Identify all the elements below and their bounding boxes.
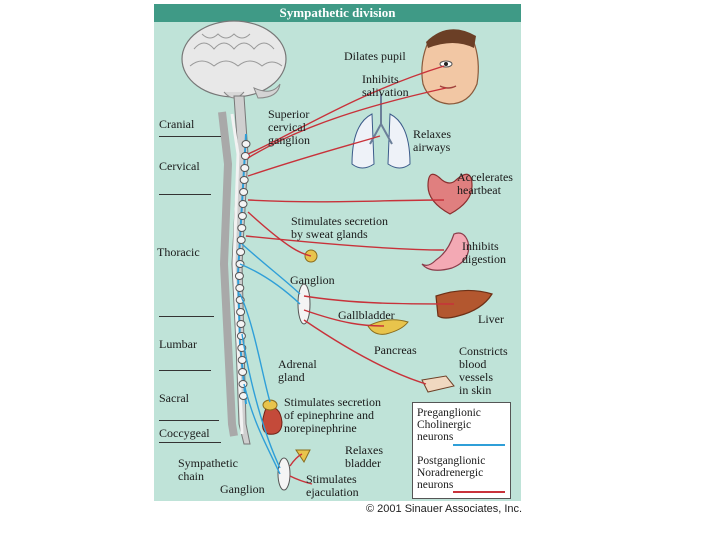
inhibits-digestion-label: Inhibits digestion: [462, 239, 506, 266]
legend-preganglionic-line: [453, 444, 505, 446]
preganglionic-fiber: [239, 263, 301, 305]
postganglionic-fiber: [245, 235, 445, 251]
ganglion-nodes: [277, 283, 311, 491]
legend-postganglionic-label: Postganglionic Noradrenergic neurons: [417, 455, 486, 491]
accelerates-heartbeat-label: Accelerates heartbeat: [457, 170, 513, 197]
preganglionic-fiber: [241, 243, 301, 295]
adrenal-gland-label: Adrenal gland: [278, 357, 317, 384]
stimulates-ejaculation-label: Stimulates ejaculation: [306, 472, 359, 499]
region-divider: [159, 136, 221, 137]
copyright-credit: © 2001 Sinauer Associates, Inc.: [366, 503, 523, 515]
ganglion-label: Ganglion: [220, 482, 265, 496]
chain-ganglion: [239, 176, 249, 184]
liver-illustration: [435, 289, 493, 319]
chain-ganglion: [236, 332, 246, 340]
region-divider: [159, 316, 214, 317]
region-coccygeal-label: Coccygeal: [159, 426, 210, 440]
superior-ganglion-label: Superior cervical ganglion: [268, 107, 310, 147]
sympathetic-division-figure: Sympathetic division: [154, 4, 521, 501]
pancreas-label: Pancreas: [374, 343, 417, 357]
epinephrine-secretion-label: Stimulates secretion of epinephrine and …: [284, 395, 381, 435]
lungs-illustration: [351, 94, 411, 169]
chain-ganglion: [239, 188, 249, 196]
liver-label: Liver: [478, 312, 504, 326]
sympathetic-chain-label: Sympathetic chain: [178, 456, 238, 483]
region-cervical-label: Cervical: [159, 159, 200, 173]
constricts-vessels-label: Constricts blood vessels in skin: [459, 344, 508, 397]
skin-vessels-illustration: [421, 375, 455, 393]
region-sacral-label: Sacral: [159, 391, 189, 405]
postganglionic-fiber: [247, 135, 381, 177]
chain-ganglion: [237, 224, 247, 232]
postganglionic-fiber: [247, 199, 445, 203]
heart-illustration: [427, 173, 473, 215]
postganglionic-fiber: [247, 65, 445, 155]
chain-ganglion: [238, 200, 248, 208]
postganglionic-fiber: [247, 87, 447, 159]
region-thoracic-label: Thoracic: [157, 245, 200, 259]
chain-ganglion: [238, 368, 248, 376]
preganglionic-fiber: [239, 293, 271, 403]
region-lumbar-label: Lumbar: [159, 337, 197, 351]
legend-preganglionic-label: Preganglionic Cholinergic neurons: [417, 407, 481, 443]
pancreas-illustration: [367, 319, 409, 335]
chain-ganglion: [240, 152, 250, 160]
sympathetic-chain: [234, 133, 251, 405]
chain-ganglion: [234, 272, 244, 280]
figure-title: Sympathetic division: [154, 4, 521, 22]
ganglion-label: Ganglion: [290, 273, 335, 287]
relaxes-bladder-label: Relaxes bladder: [345, 443, 383, 470]
chain-ganglion: [237, 356, 247, 364]
stomach-illustration: [421, 232, 470, 271]
dilates-pupil-label: Dilates pupil: [344, 49, 406, 63]
chain-ganglion: [236, 248, 246, 256]
region-divider: [159, 442, 221, 443]
nerve-pathways: [239, 65, 455, 485]
postganglionic-fiber: [303, 309, 385, 327]
postganglionic-fiber: [289, 475, 313, 485]
postganglionic-fiber: [289, 453, 303, 467]
chain-ganglion: [238, 380, 248, 388]
region-divider: [159, 370, 211, 371]
postganglionic-fiber: [303, 319, 427, 385]
chain-ganglion: [236, 236, 246, 244]
neuron-legend: Preganglionic Cholinergic neurons Postga…: [412, 402, 511, 499]
face-illustration: [421, 29, 479, 105]
sweat-glands-label: Stimulates secretion by sweat glands: [291, 214, 388, 241]
postganglionic-fiber: [303, 295, 455, 305]
postganglionic-fiber: [247, 211, 312, 257]
inhibits-salivation-label: Inhibits salivation: [362, 72, 409, 99]
brain-illustration: [181, 20, 287, 99]
region-cranial-label: Cranial: [159, 117, 195, 131]
anatomy-illustration: [181, 20, 493, 491]
preganglionic-fiber: [241, 333, 281, 469]
chain-ganglion: [237, 212, 247, 220]
chain-ganglion: [236, 308, 246, 316]
region-divider: [159, 194, 211, 195]
chain-ganglion: [241, 140, 251, 148]
chain-ganglion: [236, 320, 246, 328]
chain-ganglion: [240, 164, 250, 172]
chain-ganglion: [235, 284, 245, 292]
legend-postganglionic-line: [453, 491, 505, 493]
region-divider: [159, 420, 219, 421]
gallbladder-label: Gallbladder: [338, 308, 395, 322]
relaxes-airways-label: Relaxes airways: [413, 127, 451, 154]
preganglionic-fiber: [243, 383, 281, 475]
